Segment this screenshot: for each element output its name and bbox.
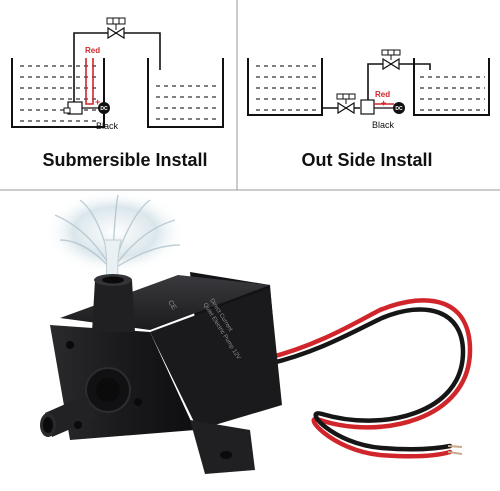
outside-install-diagram: DC Red + Black [247,49,490,130]
left-black-label: Black [96,121,119,131]
left-plus-label: + [95,97,100,107]
outside-pump [360,99,375,115]
submersible-install-caption: Submersible Install [42,150,208,170]
outside-dc-icon [393,102,405,114]
outside-dc-label: DC [395,106,403,112]
outlet-nozzle [92,274,135,332]
inlet-nozzle [40,395,96,437]
outside-right-tank [413,58,490,116]
valve-icon [106,17,126,40]
outside-left-tank [247,58,323,116]
upper-valve-icon [381,49,401,71]
outside-black-label: Black [372,120,395,130]
outside-red-label: Red [375,90,390,99]
power-cable-black [265,307,466,452]
left-dc-label: DC [100,106,108,112]
submersible-install-diagram: DC Red + Black [11,17,224,131]
left-dc-icon [98,102,110,114]
lower-valve-icon [336,93,356,115]
left-red-wire [85,58,94,105]
ce-mark: CE [166,299,177,311]
pump-product-photo: Direct Current Quiet Electric Pump 12V C… [40,190,473,474]
outside-plus-label: + [381,98,386,108]
power-cable-red [265,298,473,459]
right-tank [147,58,224,128]
left-red-label: Red [85,46,100,55]
water-spray [45,190,185,281]
left-tank [11,58,105,128]
outside-install-caption: Out Side Install [301,150,433,170]
